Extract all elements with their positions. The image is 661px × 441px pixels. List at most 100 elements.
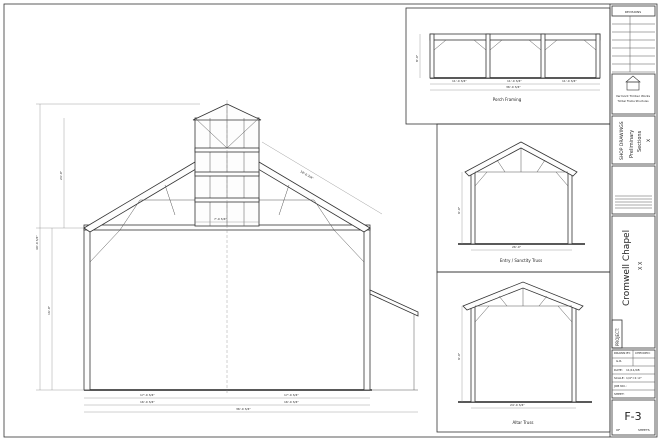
main-elevation: 18'-0 3/4" 7'-0 3/4" 17'-0 3/4" 17'-0 3/…: [35, 100, 419, 413]
title-block: REVISIONS Vermont Timber Works Timber Fr…: [611, 5, 656, 436]
porch-title: Porch Framing: [493, 97, 522, 102]
altar-truss: 9'-0" 24'-0 3/4" Altar Truss: [457, 281, 592, 425]
porch-post-3: [540, 33, 546, 79]
porch-framing: 11'-0 3/4" 11'-0 3/4" 11'-0 3/4" 36'-0 3…: [415, 33, 601, 102]
altar-web-left: [498, 295, 508, 307]
left-web: [164, 184, 176, 216]
porch-post-4: [595, 33, 601, 79]
rafter-dim-text: 18'-0 3/4": [299, 169, 314, 180]
porch-brace-5: [544, 39, 558, 51]
porch-bay-text-1: 11'-0 3/4": [452, 79, 467, 83]
porch-brace-2: [473, 39, 487, 51]
entry-span-text: 26'-0": [512, 245, 522, 249]
logo-house-body-icon: [626, 81, 640, 91]
porch-brace-4: [528, 39, 542, 51]
company-sub: Timber Frame Structures: [617, 99, 649, 103]
right-rafter: [252, 161, 371, 233]
altar-height-text: 9'-0": [457, 352, 461, 360]
altar-web-right: [538, 295, 548, 307]
cupola-brace-a: [194, 117, 228, 149]
entry-brace-right: [555, 171, 569, 187]
sheet-box: [611, 399, 656, 436]
date-label: DATE:: [614, 368, 623, 372]
right-post: [363, 227, 371, 391]
company-name: Vermont Timber Works: [616, 94, 651, 98]
job-label: JOB NO.:: [613, 384, 627, 388]
porch-post-1: [429, 33, 435, 79]
drawing-status-2: Sections: [637, 130, 643, 152]
project-marks: X X: [638, 261, 644, 270]
drawn-by-label: DRAWN BY:: [614, 351, 631, 355]
entry-title: Entry / Sanctity Truss: [500, 258, 542, 263]
project-box: [611, 215, 656, 349]
porch-brace-6: [583, 39, 597, 51]
altar-truss-panel: [436, 271, 611, 433]
altar-span-text: 24'-0 3/4": [510, 403, 525, 407]
left-post: [83, 227, 91, 391]
porch-post-2: [485, 33, 491, 79]
logo-house-icon: [625, 75, 641, 83]
altar-title: Altar Truss: [513, 420, 534, 425]
sheets-label: SHEETS: [638, 428, 650, 432]
altar-post-left: [470, 305, 476, 403]
altar-brace-right: [557, 305, 573, 323]
entry-post-left: [470, 171, 476, 245]
altar-post-right: [571, 305, 577, 403]
porch-panel: [405, 7, 611, 125]
porch-bay-text-2: 11'-0 3/4": [507, 79, 522, 83]
right-strut: [313, 199, 335, 231]
sheet-border: [3, 3, 658, 438]
dim-bottom-left-text: 17'-0 3/4": [140, 393, 155, 397]
drawing-type: SHOP DRAWINGS: [619, 121, 625, 160]
drawing-status: Preliminary: [629, 130, 635, 158]
dim-ridge-text: 24'-0": [59, 170, 63, 180]
dim-bottom-l2-text: 16'-0 3/4": [140, 400, 155, 404]
drawn-by-value: G.R.: [616, 359, 622, 363]
dim-left-total-text: 40'-0 3/4": [35, 235, 39, 250]
scale-label: SCALE:: [614, 376, 625, 380]
dim-bottom-right-text: 17'-0 3/4": [284, 393, 299, 397]
porch-brace-3: [489, 39, 503, 51]
revisions-label: REVISIONS: [625, 10, 641, 14]
entry-truss: 9'-0" 26'-0" Entry / Sanctity Truss: [457, 141, 585, 263]
dim-wall-text: 16'-0": [47, 305, 51, 315]
project-label-box: [611, 319, 623, 349]
cupola-dim-text: 7'-0 3/4": [214, 217, 228, 221]
entry-brace-left: [474, 171, 488, 187]
left-strut: [119, 199, 141, 231]
right-brace: [333, 229, 365, 263]
cupola-brace-b: [226, 117, 260, 149]
porch-brace-1: [433, 39, 447, 51]
dim-bottom-r2-text: 16'-0 3/4": [284, 400, 299, 404]
checked-label: CHECKED:: [635, 351, 651, 355]
sheet-number: F-3: [624, 410, 641, 423]
altar-rafters: [462, 281, 584, 311]
left-brace: [89, 229, 121, 263]
date-value: 11/11/08: [626, 368, 640, 372]
right-web: [278, 184, 290, 216]
scale-value: 1/4"=1'-0": [626, 376, 642, 380]
revisions-header: [611, 5, 656, 17]
project-name: Cromwell Chapel: [622, 230, 632, 306]
entry-rafters: [464, 141, 578, 177]
notes-box: [611, 165, 656, 215]
sheet-label: SHEET:: [614, 392, 624, 396]
drawing-type-box: [611, 115, 656, 165]
drawing-mark: X: [646, 139, 652, 142]
entry-height-text: 9'-0": [457, 206, 461, 214]
porch-bay-text-3: 11'-0 3/4": [562, 79, 577, 83]
entry-web-left: [496, 159, 506, 173]
dim-bottom-total-text: 36'-0 3/4": [236, 407, 251, 411]
altar-brace-left: [474, 305, 490, 323]
of-label: OF: [616, 428, 620, 432]
logo-box: [611, 73, 656, 115]
leanto-rafter: [369, 289, 419, 317]
entry-web-right: [536, 159, 546, 173]
porch-overall-text: 36'-0 3/4": [506, 85, 521, 89]
project-label: PROJECT:: [615, 328, 620, 346]
left-rafter: [83, 161, 202, 233]
porch-height-text: 8'-0": [415, 54, 419, 62]
rafter-dim-line: [261, 141, 383, 215]
entry-post-right: [567, 171, 573, 245]
